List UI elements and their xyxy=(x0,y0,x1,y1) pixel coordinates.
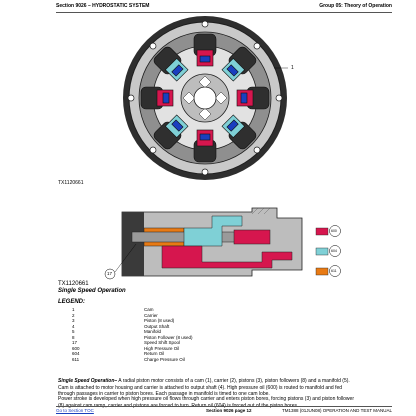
figure-id-lower: TX1120661 xyxy=(58,281,89,287)
page-number: Section 9026 page 12 xyxy=(206,408,252,413)
legend-desc: Cam xyxy=(144,307,154,312)
legend-num: 604 xyxy=(72,351,80,356)
legend-desc: Piston (8 used) xyxy=(144,318,175,323)
page-header: Section 9026 – HYDROSTATIC SYSTEM Group … xyxy=(56,2,392,13)
legend-row: 611 Charge Pressure Oil xyxy=(58,357,264,363)
page-footer: Go to Section TOC Section 9026 page 12 T… xyxy=(56,406,392,415)
toc-link[interactable]: Go to Section TOC xyxy=(56,408,94,413)
legend-row: 8 Piston Follower (8 used) xyxy=(58,335,264,341)
callout-600: 600 xyxy=(331,229,337,233)
legend-desc: Carrier xyxy=(144,312,158,318)
legend-row: 17 Speed Shift Spool xyxy=(58,340,264,346)
paragraph-lead: Single Speed Operation– xyxy=(58,378,118,384)
legend-desc: High Pressure Oil xyxy=(144,345,180,351)
section-subheading: Single Speed Operation xyxy=(58,288,126,294)
legend-row: 600 High Pressure Oil xyxy=(58,346,264,352)
paragraph-text: A radial piston motor consists of a cam … xyxy=(58,378,350,397)
callout-17: 17 xyxy=(107,271,113,276)
legend-num: 17 xyxy=(72,340,78,345)
callout-604: 604 xyxy=(331,249,337,253)
legend-row: 5 Manifold xyxy=(58,329,264,335)
legend-desc: Piston Follower (8 used) xyxy=(144,334,193,340)
legend-desc: Output Shaft xyxy=(144,323,170,329)
legend-num: 2 xyxy=(72,312,75,318)
body-paragraph-1: Single Speed Operation– A radial piston … xyxy=(58,378,360,398)
callout-611: 611 xyxy=(331,269,337,273)
legend-desc: Speed Shift Spool xyxy=(144,340,181,345)
legend-row: 604 Return Oil xyxy=(58,351,264,357)
body-paragraph-2: Power stroke is developed when high pres… xyxy=(58,396,354,409)
legend-row: 4 Output Shaft xyxy=(58,324,264,330)
radial-motor-cross-section xyxy=(123,16,288,180)
legend-num: 611 xyxy=(72,356,80,362)
legend-desc: Manifold xyxy=(144,329,162,334)
legend-row: 2 Carrier xyxy=(58,313,264,319)
legend-desc: Return Oil xyxy=(144,351,165,356)
section-title: Section 9026 – HYDROSTATIC SYSTEM xyxy=(56,3,150,9)
speed-shift-spool-section xyxy=(104,207,341,280)
group-title: Group 05: Theory of Operation xyxy=(319,3,392,9)
legend-desc: Charge Pressure Oil xyxy=(144,356,185,362)
legend-num: 4 xyxy=(72,323,75,329)
callout-1: 1 xyxy=(291,65,294,71)
legend-heading: LEGEND: xyxy=(58,299,85,305)
legend-num: 1 xyxy=(72,307,75,312)
manual-id: TM1388 (01JUN08) OPERATION AND TEST MANU… xyxy=(281,408,392,413)
legend-table: 1 Cam 2 Carrier 3 Piston (8 used) 4 Output S… xyxy=(58,307,264,362)
legend-num: 3 xyxy=(72,318,75,323)
figure-id-upper: TX1120661 xyxy=(58,180,84,186)
legend-num: 5 xyxy=(72,329,75,334)
legend-num: 8 xyxy=(72,334,75,340)
legend-row: 3 Piston (8 used) xyxy=(58,318,264,324)
legend-num: 600 xyxy=(72,345,80,351)
legend-row: 1 Cam xyxy=(58,307,264,313)
